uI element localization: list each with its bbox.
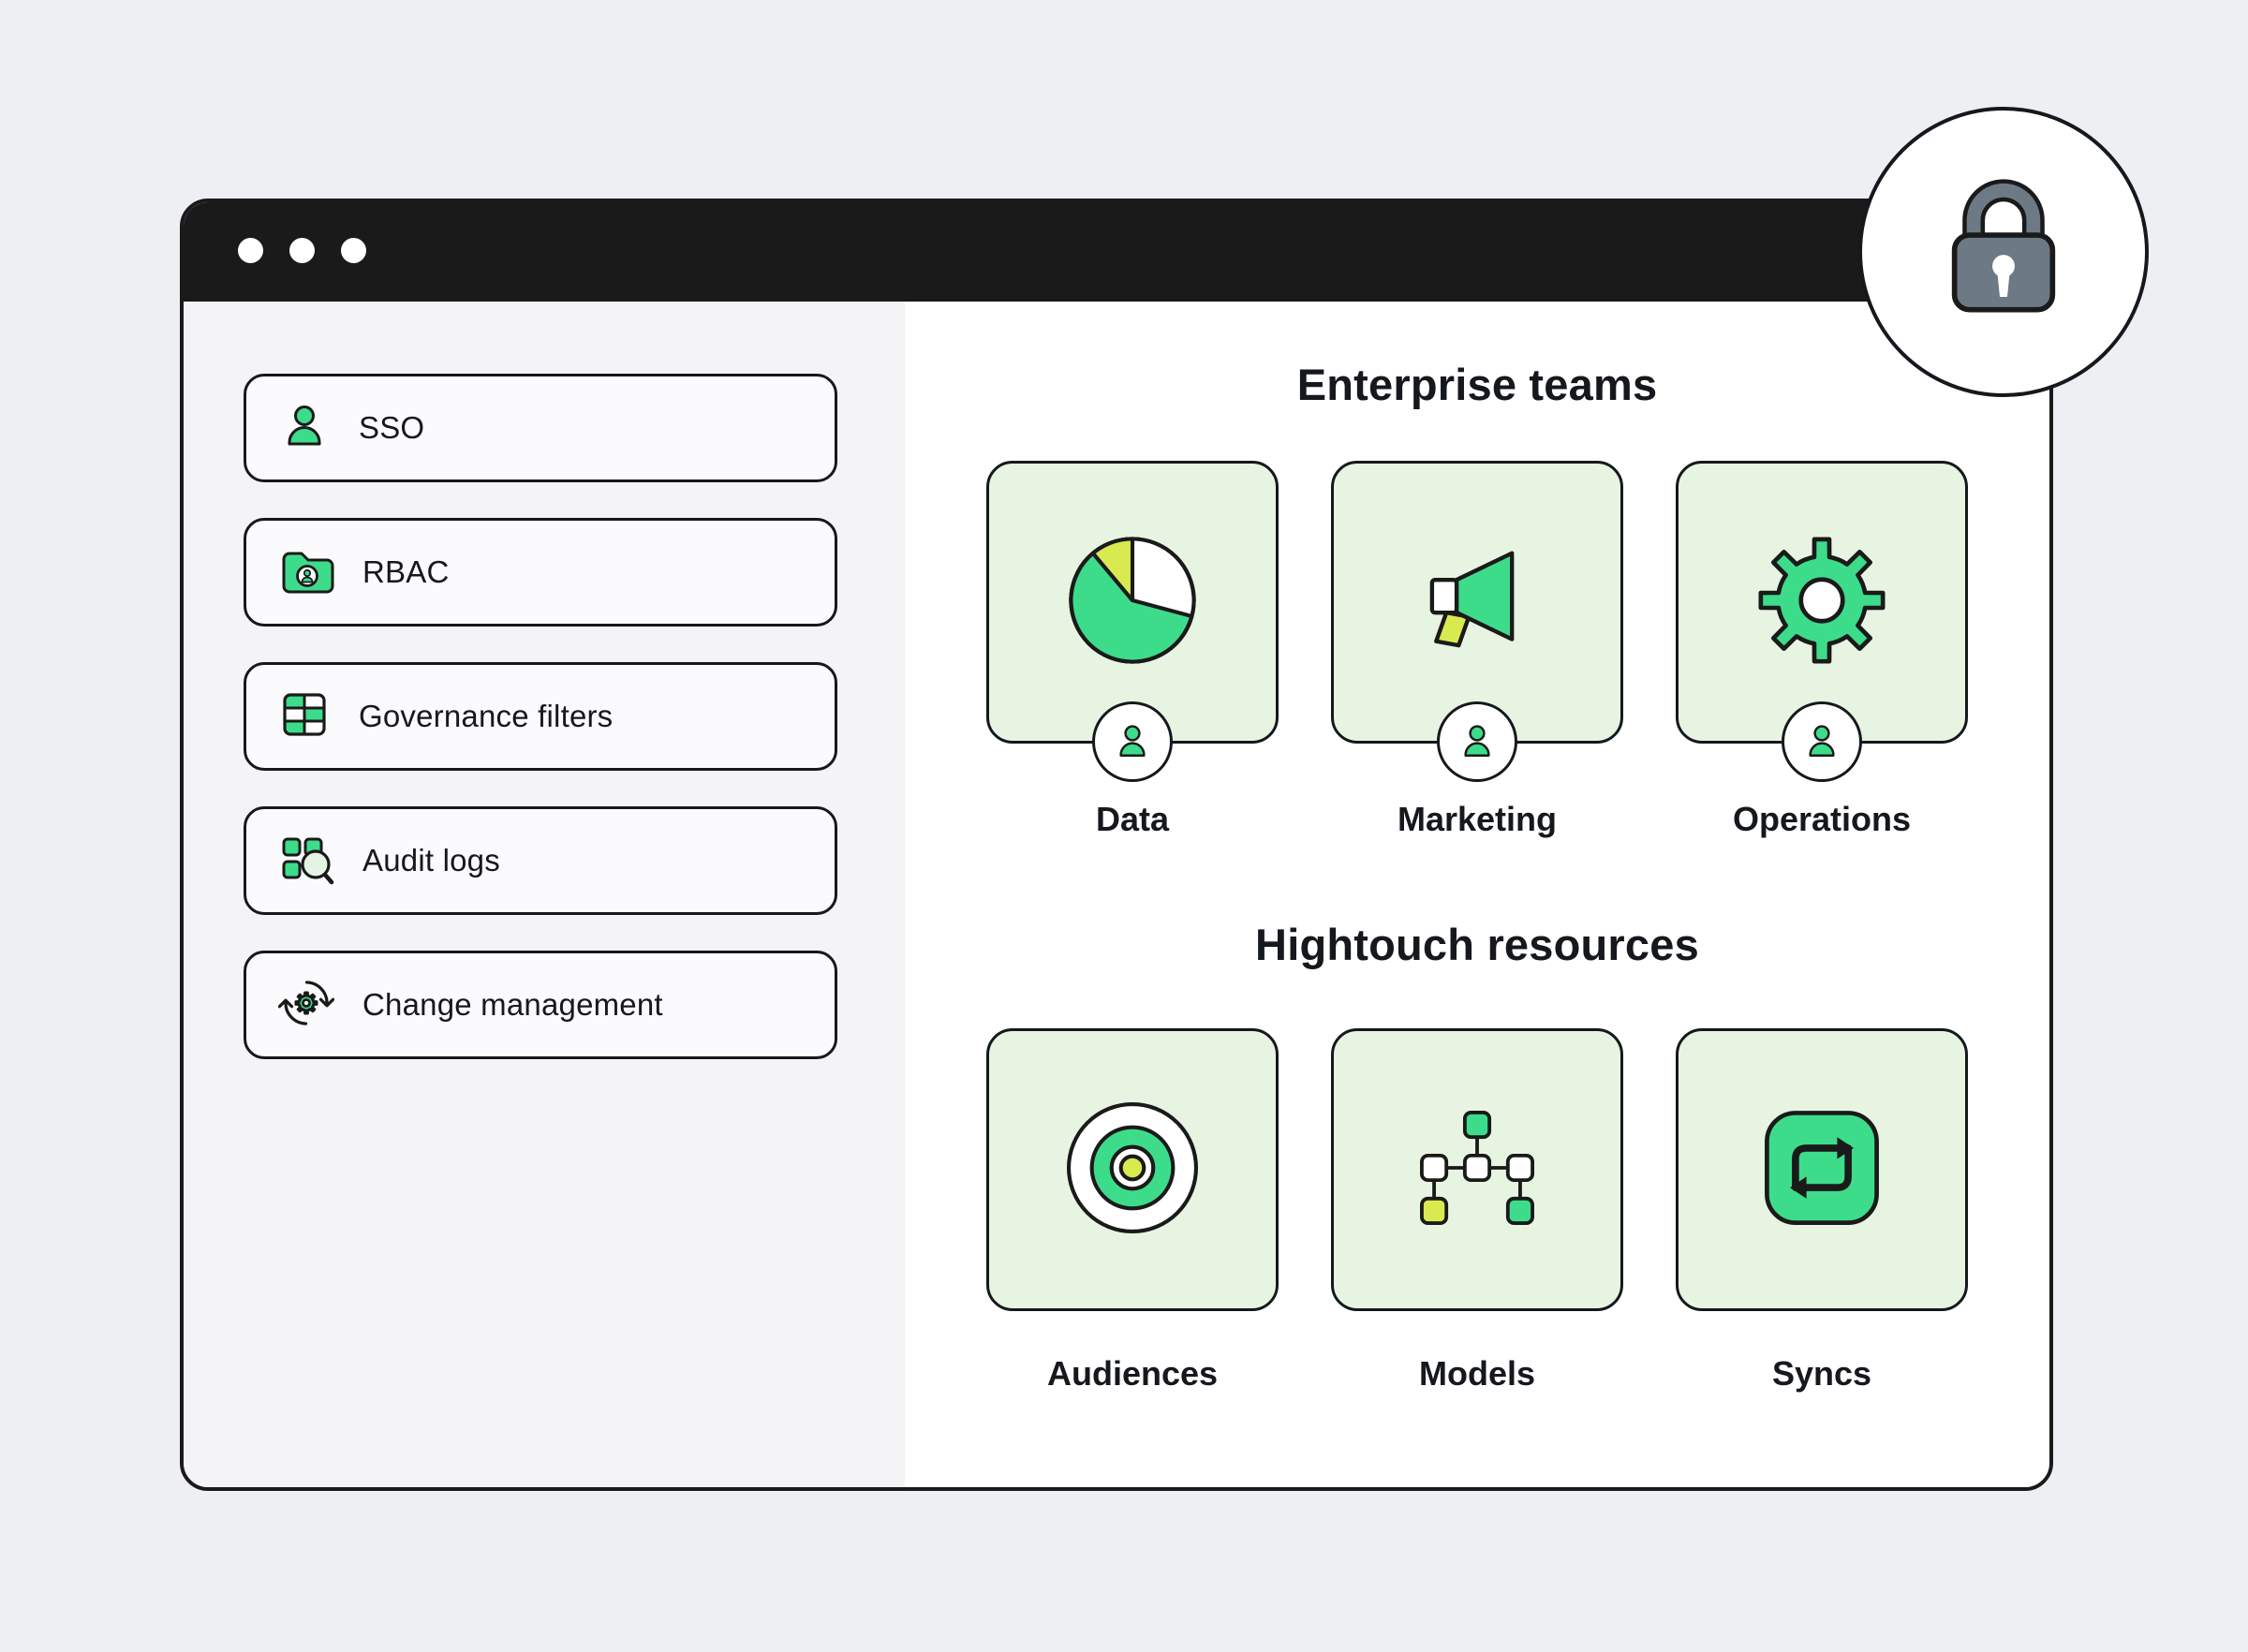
security-lock-badge — [1858, 107, 2149, 397]
folder-user-icon — [278, 544, 334, 601]
sidebar-item-label: Audit logs — [362, 843, 500, 878]
sidebar-item-label: RBAC — [362, 554, 450, 589]
card-operations[interactable] — [1676, 461, 1968, 783]
sync-arrows-icon — [1752, 1098, 1892, 1243]
sidebar-item-governance-filters[interactable]: Governance filters — [244, 662, 837, 771]
person-badge — [1782, 701, 1862, 783]
person-badge — [1092, 701, 1173, 783]
card-wrap-data: Data — [986, 461, 1279, 839]
lock-icon — [1918, 165, 2089, 340]
browser-window: SSO RBAC — [180, 199, 2053, 1491]
sidebar-item-change-management[interactable]: Change management — [244, 951, 837, 1059]
card-wrap-audiences: Audiences — [986, 1028, 1279, 1394]
window-titlebar — [184, 202, 2049, 302]
card-wrap-syncs: Syncs — [1676, 1028, 1968, 1394]
megaphone-icon — [1412, 535, 1543, 671]
sidebar-item-audit-logs[interactable]: Audit logs — [244, 806, 837, 915]
sidebar-item-label: SSO — [359, 410, 425, 445]
card-wrap-marketing: Marketing — [1331, 461, 1623, 839]
sidebar-item-rbac[interactable]: RBAC — [244, 518, 837, 627]
sidebar-item-label: Change management — [362, 987, 663, 1022]
card-label: Syncs — [1771, 1354, 1872, 1394]
card-data[interactable] — [986, 461, 1279, 783]
audit-search-icon — [278, 833, 334, 890]
window-control-dot[interactable] — [238, 237, 263, 263]
gear-icon — [1752, 530, 1892, 675]
hightouch-resources-cards: Audiences — [986, 1028, 1968, 1394]
pie-chart-icon — [1062, 530, 1203, 675]
change-gear-icon — [277, 975, 335, 1036]
card-label: Models — [1418, 1354, 1535, 1394]
card-label: Marketing — [1397, 800, 1558, 839]
card-models[interactable] — [1331, 1028, 1623, 1312]
sidebar-item-sso[interactable]: SSO — [244, 374, 837, 482]
person-badge — [1437, 701, 1517, 783]
window-control-dot[interactable] — [341, 237, 366, 263]
window-control-dot[interactable] — [289, 237, 315, 263]
card-wrap-models: Models — [1331, 1028, 1623, 1394]
target-icon — [1062, 1098, 1203, 1243]
main-content: Enterprise teams — [905, 302, 2049, 1487]
table-grid-icon — [278, 688, 331, 745]
section-title-enterprise-teams: Enterprise teams — [1296, 360, 1658, 409]
card-label: Audiences — [1046, 1354, 1219, 1394]
card-syncs[interactable] — [1676, 1028, 1968, 1312]
card-wrap-operations: Operations — [1676, 461, 1968, 839]
enterprise-teams-cards: Data — [986, 461, 1968, 839]
card-audiences[interactable] — [986, 1028, 1279, 1312]
user-icon — [278, 400, 331, 457]
card-marketing[interactable] — [1331, 461, 1623, 783]
section-title-hightouch-resources: Hightouch resources — [1255, 920, 1699, 970]
card-label: Data — [1095, 800, 1170, 839]
sidebar-item-label: Governance filters — [359, 699, 614, 733]
flowchart-icon — [1412, 1102, 1543, 1238]
card-label: Operations — [1732, 800, 1912, 839]
sidebar: SSO RBAC — [184, 302, 905, 1487]
